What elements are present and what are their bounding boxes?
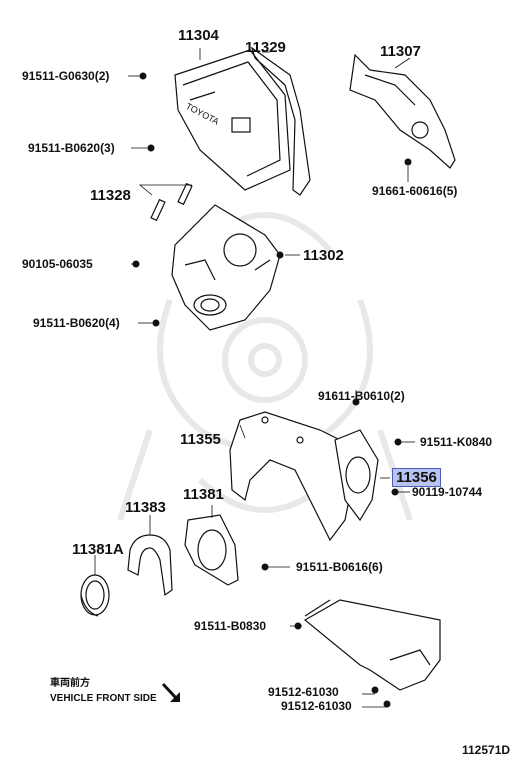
label-91611-B0610: 91611-B0610(2)	[318, 389, 405, 403]
label-11302: 11302	[303, 247, 344, 264]
bolt-icon	[371, 686, 379, 694]
label-91512-61030-a: 91512-61030	[268, 685, 339, 699]
label-11356-highlighted: 11356	[392, 468, 441, 487]
part-11307-rear-cover	[349, 53, 456, 169]
part-11355-rear-plate	[229, 411, 356, 542]
bolt-icon	[147, 144, 155, 152]
diagram-id: 112571D	[462, 743, 511, 757]
label-11381A: 11381A	[72, 541, 124, 558]
arrow-icon	[161, 682, 180, 702]
label-11307: 11307	[380, 43, 421, 60]
label-91511-B0616: 91511-B0616(6)	[296, 560, 383, 574]
bolt-icon	[383, 700, 391, 708]
bolt-icon	[261, 563, 269, 571]
part-11302-lower-timing-cover	[171, 204, 281, 331]
bolt-icon	[132, 260, 140, 268]
label-91661-60616: 91661-60616(5)	[372, 184, 458, 198]
part-11329-gasket	[250, 46, 311, 196]
label-91511-K0840: 91511-K0840	[420, 435, 493, 449]
bolt-icon	[391, 488, 399, 496]
label-11329: 11329	[245, 39, 286, 56]
part-11381-gasket	[184, 514, 239, 586]
bolt-icon	[394, 438, 402, 446]
part-11383-retainer	[127, 534, 173, 597]
bolt-icon	[152, 319, 160, 327]
part-11328-pins	[150, 182, 193, 222]
part-11356-cover	[334, 429, 379, 522]
label-11381: 11381	[183, 486, 224, 503]
label-11383: 11383	[125, 499, 166, 516]
label-91511-G0630: 91511-G0630(2)	[22, 69, 110, 83]
part-oil-pan	[303, 599, 441, 691]
part-11381A-oil-seal	[80, 574, 110, 617]
bolt-icon	[276, 251, 284, 259]
label-91511-B0620-3: 91511-B0620(3)	[28, 141, 115, 155]
label-90119-10744: 90119-10744	[412, 485, 483, 499]
label-91511-B0620-4: 91511-B0620(4)	[33, 316, 120, 330]
label-91512-61030-b: 91512-61030	[281, 699, 352, 713]
label-90105-06035: 90105-06035	[22, 257, 93, 271]
bolt-icon	[139, 72, 147, 80]
direction-note-jp: 車両前方	[50, 678, 90, 689]
label-11328: 11328	[90, 187, 131, 204]
bolt-icon	[352, 398, 360, 406]
label-11304: 11304	[178, 27, 219, 44]
bolt-icon	[404, 158, 412, 166]
direction-note-en: VEHICLE FRONT SIDE	[50, 693, 157, 704]
bolt-icons	[132, 72, 412, 708]
part-11304-upper-timing-cover: TOYOTA	[174, 49, 291, 191]
label-11355: 11355	[180, 431, 221, 448]
leader-lines	[94, 48, 415, 708]
label-91511-B0830: 91511-B0830	[194, 619, 267, 633]
